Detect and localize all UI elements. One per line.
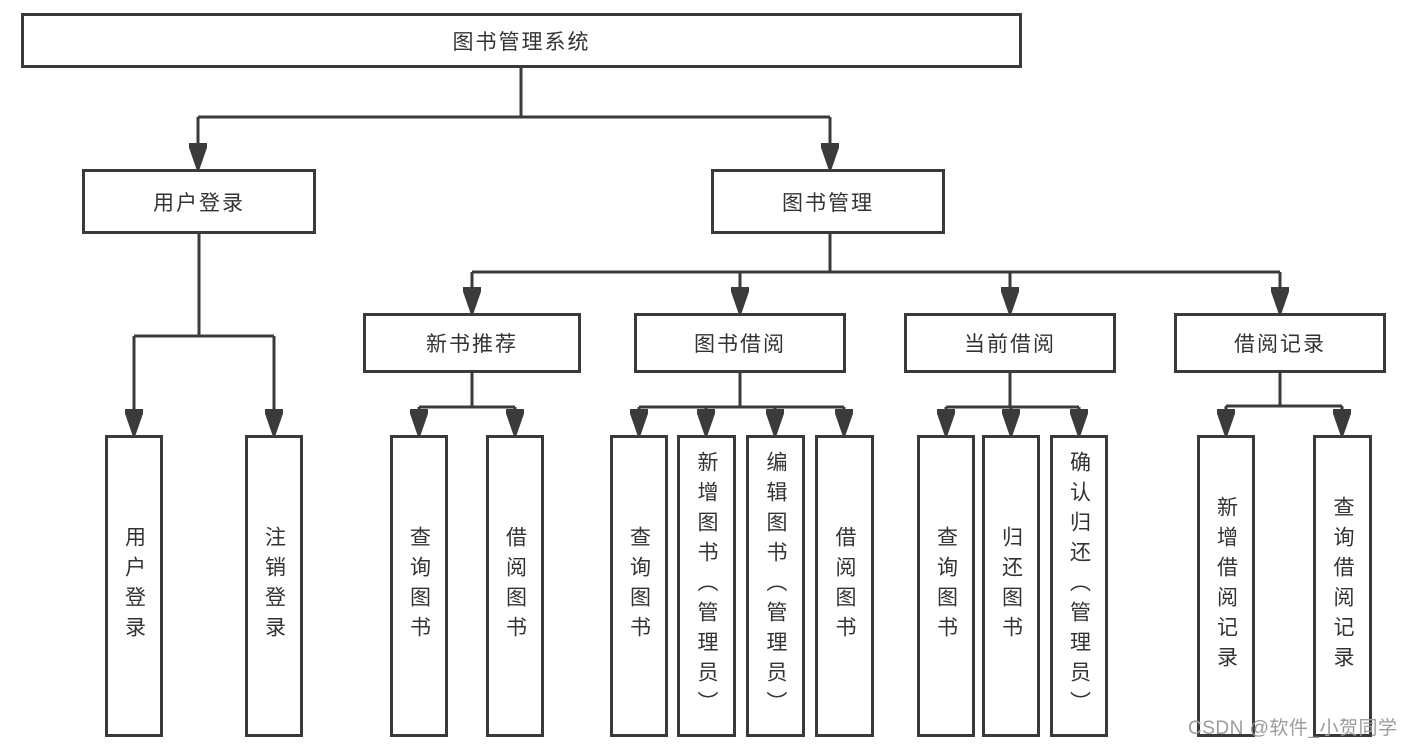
leaf-borrow-books-recommend-label: 借阅图书 (503, 526, 527, 646)
leaf-add-books-admin-label: 新增图书（管理员） (695, 451, 718, 721)
node-root-label: 图书管理系统 (452, 30, 591, 54)
node-current-borrow-label: 当前借阅 (964, 333, 1056, 356)
node-user-login: 用户登录 (82, 169, 316, 234)
node-book-management-label: 图书管理 (782, 191, 874, 215)
leaf-query-books-borrow-label: 查询图书 (627, 526, 651, 646)
leaf-query-books-current: 查询图书 (917, 435, 975, 737)
leaf-borrow-books-recommend: 借阅图书 (486, 435, 544, 737)
leaf-edit-books-admin: 编辑图书（管理员） (746, 435, 805, 737)
leaf-user-login: 用户登录 (105, 435, 163, 737)
node-book-management: 图书管理 (711, 169, 945, 234)
node-new-book-recommend-label: 新书推荐 (426, 333, 518, 356)
leaf-logout: 注销登录 (245, 435, 303, 737)
node-user-login-label: 用户登录 (153, 191, 245, 215)
node-current-borrow: 当前借阅 (904, 313, 1116, 373)
leaf-query-books-recommend-label: 查询图书 (407, 526, 431, 646)
leaf-add-borrow-record-label: 新增借阅记录 (1214, 496, 1238, 676)
leaf-confirm-return-admin: 确认归还（管理员） (1050, 435, 1108, 737)
node-new-book-recommend: 新书推荐 (363, 313, 581, 373)
leaf-query-borrow-record: 查询借阅记录 (1313, 435, 1372, 737)
leaf-query-books-recommend: 查询图书 (390, 435, 448, 737)
leaf-return-books: 归还图书 (982, 435, 1040, 737)
watermark-text: CSDN @软件_小贺同学 (1188, 718, 1398, 739)
leaf-user-login-label: 用户登录 (122, 526, 146, 646)
leaf-borrow-books-label: 借阅图书 (833, 526, 856, 646)
leaf-query-books-borrow: 查询图书 (610, 435, 668, 737)
node-book-borrow: 图书借阅 (634, 313, 846, 373)
leaf-add-books-admin: 新增图书（管理员） (677, 435, 736, 737)
leaf-borrow-books: 借阅图书 (815, 435, 874, 737)
leaf-logout-label: 注销登录 (262, 526, 286, 646)
leaf-add-borrow-record: 新增借阅记录 (1197, 435, 1255, 737)
node-borrow-records: 借阅记录 (1174, 313, 1386, 373)
leaf-query-books-current-label: 查询图书 (934, 526, 958, 646)
node-borrow-records-label: 借阅记录 (1234, 333, 1326, 356)
leaf-edit-books-admin-label: 编辑图书（管理员） (764, 451, 787, 721)
leaf-return-books-label: 归还图书 (999, 526, 1023, 646)
leaf-query-borrow-record-label: 查询借阅记录 (1331, 496, 1354, 676)
leaf-confirm-return-admin-label: 确认归还（管理员） (1067, 451, 1091, 721)
node-root: 图书管理系统 (21, 13, 1022, 68)
node-book-borrow-label: 图书借阅 (694, 333, 786, 356)
